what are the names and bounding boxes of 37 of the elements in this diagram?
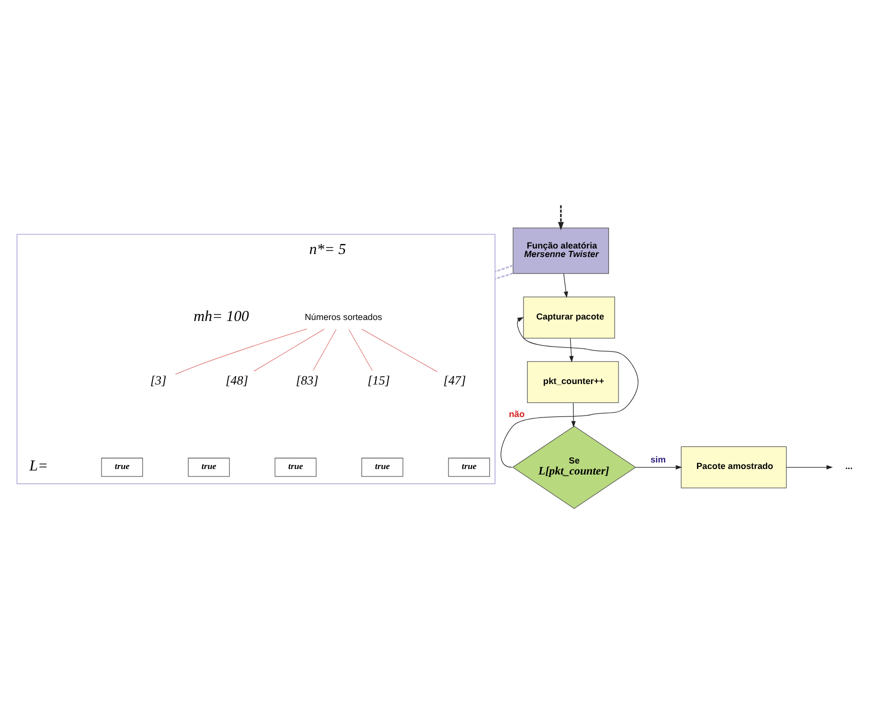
node-box: true xyxy=(101,458,143,477)
node-box: true xyxy=(448,458,490,477)
arrow xyxy=(563,273,568,298)
edge-label: não xyxy=(508,408,525,419)
connector xyxy=(348,328,373,371)
node-text: [3] xyxy=(150,374,166,388)
node-diamond: Se L[pkt_counter] xyxy=(512,426,636,509)
node-box: Função aleatória Mersenne Twister xyxy=(512,228,610,274)
node-text: [48] xyxy=(226,374,248,388)
connector xyxy=(312,328,337,371)
arrow xyxy=(571,402,576,428)
cluster xyxy=(16,234,496,484)
arrow xyxy=(569,338,574,362)
node-box: true xyxy=(361,458,404,477)
connector xyxy=(361,328,438,372)
connector xyxy=(494,272,514,280)
label: L= xyxy=(29,458,48,475)
node-box: Capturar pacote xyxy=(523,296,616,338)
node-text: Números sorteados xyxy=(304,312,382,322)
node-text: [15] xyxy=(367,374,390,388)
arrow xyxy=(786,465,833,470)
node-text: ... xyxy=(845,461,853,472)
arrow xyxy=(635,465,682,470)
arrow xyxy=(558,205,564,230)
node-box: pkt_counter++ xyxy=(527,361,619,404)
arrow xyxy=(500,317,638,468)
node-text: [47] xyxy=(443,374,466,388)
label: mh= 100 xyxy=(194,308,250,325)
edge-label: sim xyxy=(650,454,666,464)
label: n*= 5 xyxy=(309,241,346,258)
node-box: true xyxy=(274,458,316,477)
node-box: Pacote amostrado xyxy=(680,446,787,488)
connector xyxy=(494,264,514,272)
connector xyxy=(254,328,325,372)
node-text: [83] xyxy=(296,374,318,388)
connector xyxy=(175,328,308,375)
node-box: true xyxy=(188,458,230,477)
